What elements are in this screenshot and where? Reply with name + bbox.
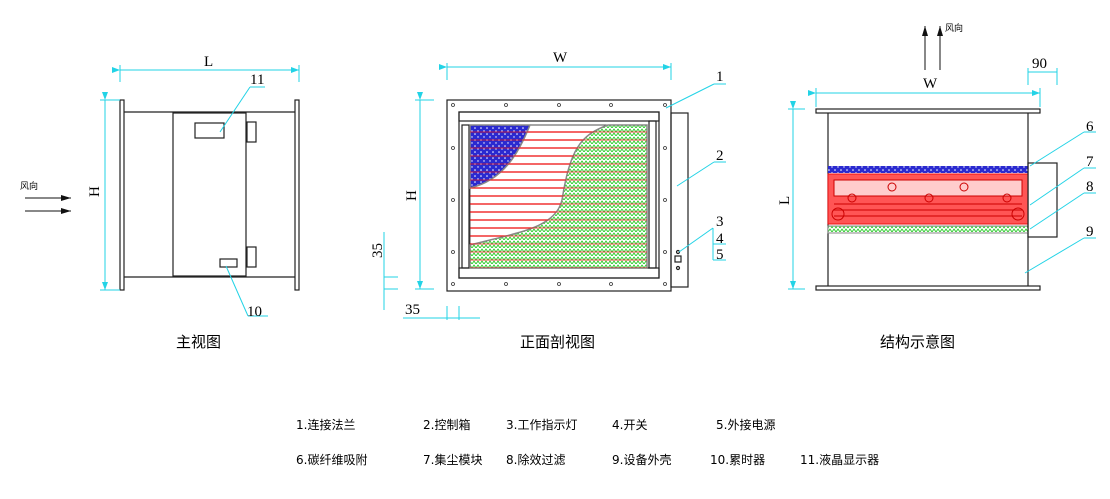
legend-item: 11.液晶显示器 bbox=[800, 452, 879, 467]
callout-4: 4 bbox=[716, 231, 724, 247]
callout-1: 1 bbox=[716, 69, 724, 85]
structure-view-caption: 结构示意图 bbox=[880, 333, 955, 351]
hinge bbox=[246, 121, 257, 143]
dim-flange-vertical: 35 bbox=[370, 243, 386, 258]
structure-view: W 90 L 风向 6 7 8 9 结构示意图 bbox=[777, 22, 1096, 351]
callout-5: 5 bbox=[716, 247, 724, 263]
dim-length-label: L bbox=[777, 196, 793, 205]
wind-direction-label: 风向 bbox=[945, 22, 963, 34]
dim-flange-horizontal: 35 bbox=[405, 302, 420, 318]
parts-legend: 1.连接法兰 2.控制箱 3.工作指示灯 4.开关 5.外接电源 6.碳纤维吸附… bbox=[296, 417, 879, 467]
dim-width-label: W bbox=[553, 50, 568, 66]
lcd-display bbox=[194, 122, 225, 139]
flange-top bbox=[815, 108, 1041, 114]
callout-9: 9 bbox=[1086, 224, 1094, 240]
dim-height-label: H bbox=[404, 190, 420, 201]
callout-11: 11 bbox=[250, 72, 264, 88]
callout-6: 6 bbox=[1086, 119, 1094, 135]
power-inlet bbox=[675, 265, 681, 271]
flange-left bbox=[119, 99, 125, 291]
legend-item: 8.除效过滤 bbox=[506, 452, 565, 467]
callout-3: 3 bbox=[716, 214, 724, 230]
carbon-adsorption-layer bbox=[828, 166, 1028, 173]
flange-right bbox=[294, 99, 300, 291]
dim-length-label: L bbox=[204, 54, 213, 70]
control-box bbox=[670, 112, 689, 288]
legend-item: 6.碳纤维吸附 bbox=[296, 453, 367, 467]
legend-item: 1.连接法兰 bbox=[296, 417, 355, 432]
hour-counter bbox=[219, 258, 238, 268]
hinge bbox=[246, 246, 257, 268]
legend-item: 9.设备外壳 bbox=[612, 453, 671, 467]
legend-item: 3.工作指示灯 bbox=[506, 417, 577, 432]
front-view-caption: 主视图 bbox=[176, 333, 221, 351]
wind-direction-label: 风向 bbox=[20, 180, 38, 192]
control-door bbox=[172, 112, 247, 277]
legend-item: 4.开关 bbox=[612, 418, 647, 432]
legend-item: 10.累时器 bbox=[710, 453, 765, 467]
legend-item: 5.外接电源 bbox=[716, 417, 775, 432]
section-view-caption: 正面剖视图 bbox=[520, 333, 595, 351]
callout-7: 7 bbox=[1086, 154, 1094, 170]
flange-bottom bbox=[815, 285, 1041, 291]
dim-height-label: H bbox=[87, 186, 103, 197]
front-view: L H 风向 11 10 主视图 bbox=[20, 54, 300, 351]
dim-box-label: 90 bbox=[1032, 56, 1047, 72]
control-box bbox=[1027, 162, 1058, 238]
dim-width-label: W bbox=[923, 76, 938, 92]
legend-item: 2.控制箱 bbox=[423, 417, 470, 432]
legend-item: 7.集尘模块 bbox=[423, 452, 482, 467]
callout-8: 8 bbox=[1086, 179, 1094, 195]
section-view: W H 35 35 1 2 3 4 5 正面剖视图 bbox=[370, 50, 726, 351]
prefilter-layer bbox=[827, 225, 1029, 234]
callout-2: 2 bbox=[716, 148, 724, 164]
callout-10: 10 bbox=[247, 304, 262, 320]
power-switch bbox=[674, 255, 682, 263]
